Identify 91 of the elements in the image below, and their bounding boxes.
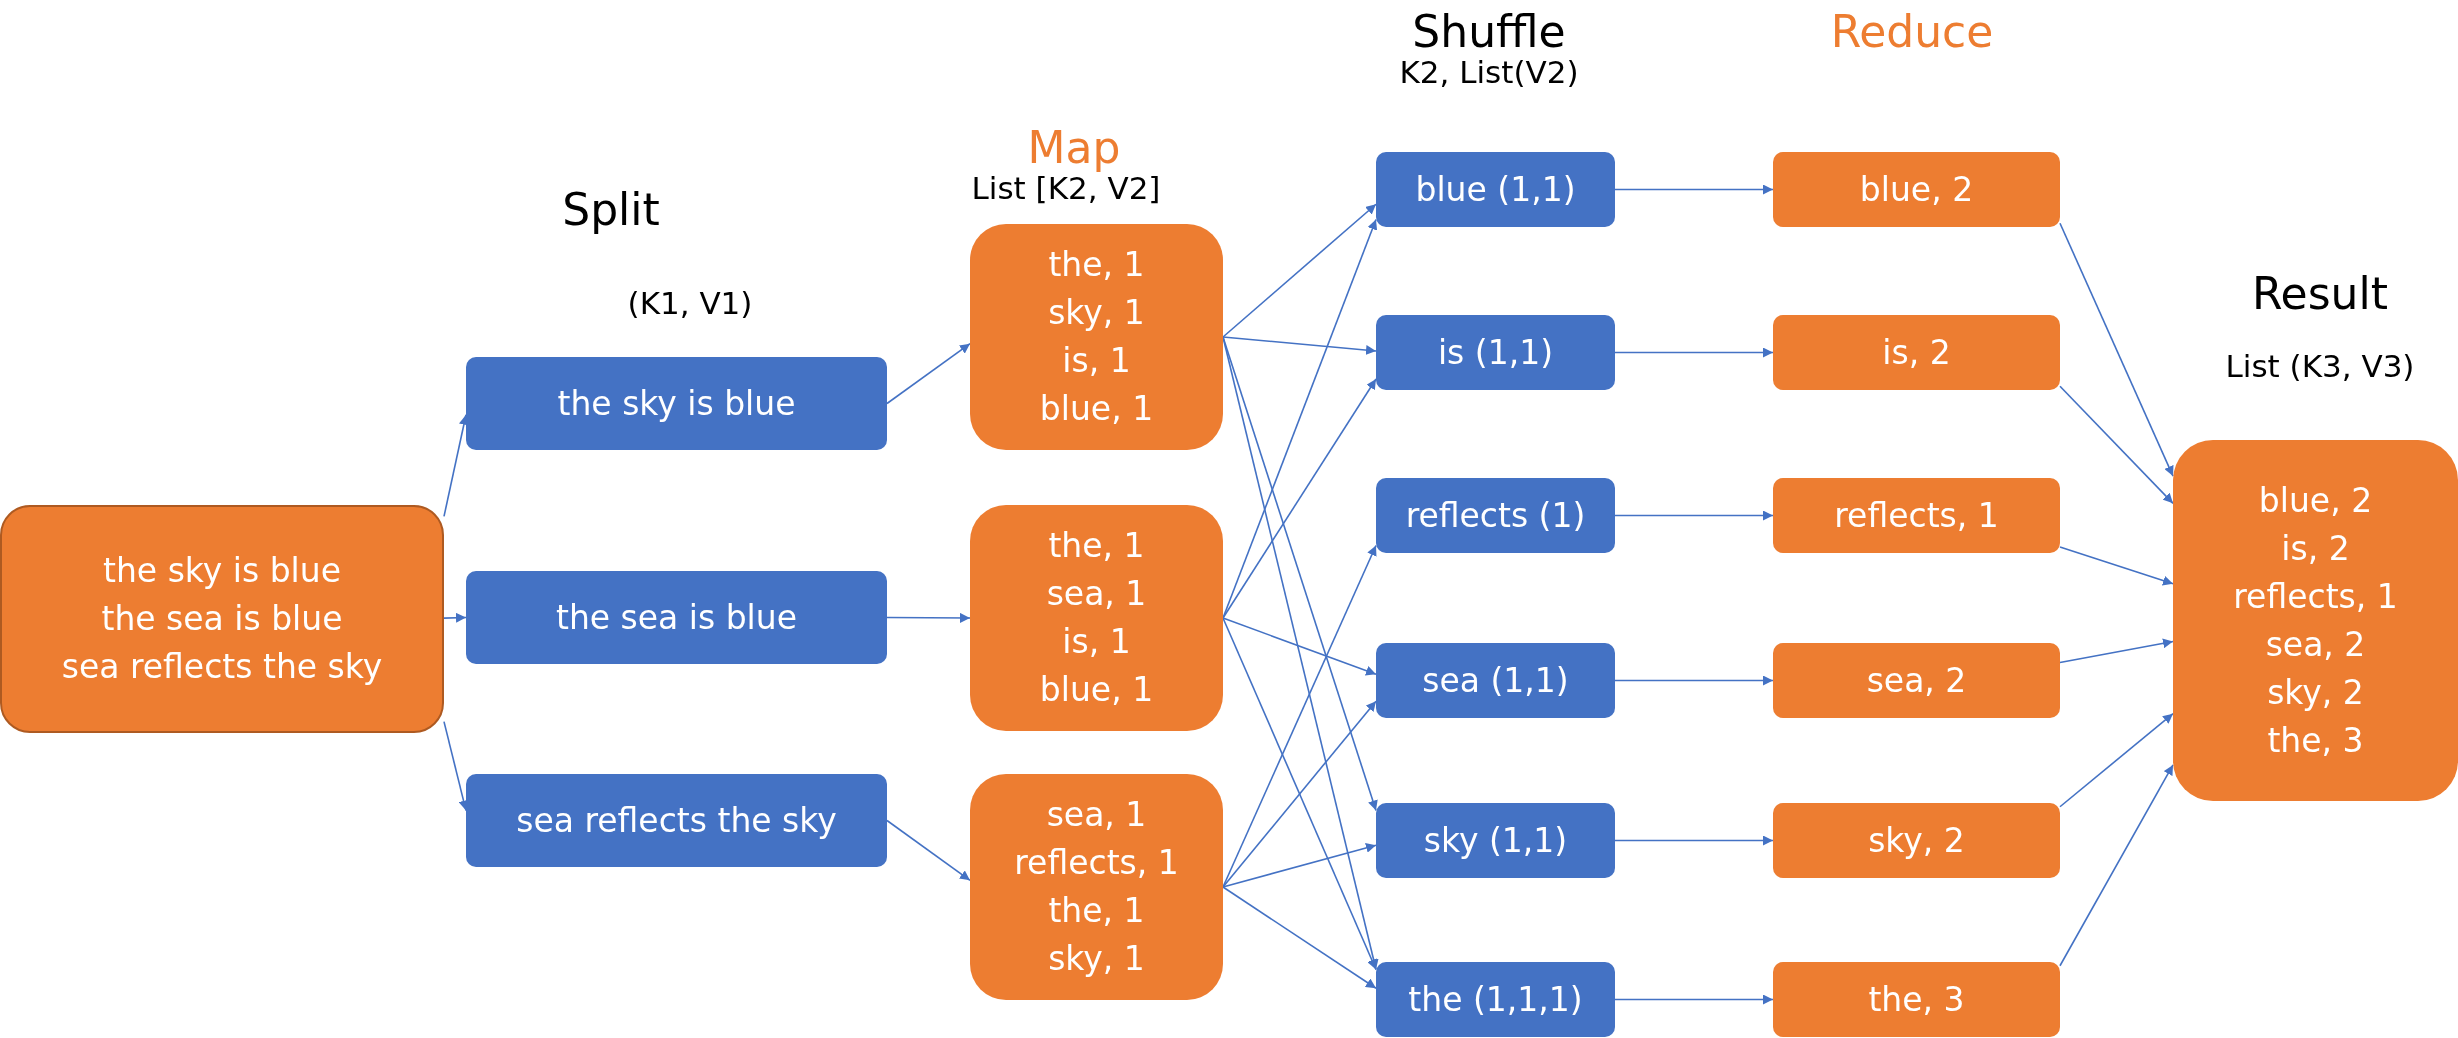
arrow [1614,994,1774,1005]
node-text: sea, 1 [1046,573,1147,615]
column-heading: Shuffle [1412,6,1566,57]
node-text: is, 2 [1882,331,1951,374]
reduce-box [1773,643,2060,718]
shuffle-box [1376,643,1615,718]
node-text: reflects, 1 [2233,575,2398,618]
column-subheading: (K1, V1) [627,285,753,321]
split-box [466,357,887,450]
arrow [2059,638,2174,664]
arrow [886,612,971,623]
node-text: sea, 1 [1046,794,1147,836]
column-heading: Map [1027,122,1121,173]
column-heading: Split [562,184,660,235]
arrow [2059,712,2174,808]
node-text: sea reflects the sky [61,646,383,688]
arrow [2059,546,2174,586]
map-box [970,505,1223,731]
node-text: blue, 1 [1039,669,1154,711]
arrow [1222,336,1377,355]
arrow [2059,385,2174,505]
arrow [1614,675,1774,686]
node-text: sky, 2 [2267,671,2364,714]
column-heading: Result [2252,268,2388,319]
arrow [1222,203,1377,338]
arrow [1222,886,1377,990]
node-text: sea, 2 [2265,623,2366,666]
node-text: reflects, 1 [1014,842,1179,884]
map-box [970,224,1223,450]
column-subheading: List (K3, V3) [2225,348,2415,384]
node-text: sea reflects the sky [516,799,837,842]
input-box [0,505,444,733]
node-text: blue (1,1) [1415,168,1576,211]
node-text: sky (1,1) [1423,819,1568,862]
node-text: the (1,1,1) [1408,978,1583,1021]
split-box [466,774,887,867]
reduce-box [1773,315,2060,390]
node-text: sky, 1 [1048,292,1145,334]
reduce-box [1773,803,2060,878]
column-heading: Reduce [1830,6,1994,57]
arrow [1222,544,1377,888]
node-text: the, 1 [1048,525,1145,567]
node-text: is (1,1) [1437,331,1554,374]
arrow [1222,700,1377,888]
node-text: is, 2 [2281,527,2350,570]
arrow [886,342,971,405]
map-box [970,774,1223,1000]
node-text: the sea is blue [101,598,343,640]
shuffle-box [1376,478,1615,553]
shuffle-box [1376,315,1615,390]
arrow [886,819,971,882]
shuffle-box [1376,962,1615,1037]
arrow [1222,842,1377,888]
arrow [2059,764,2174,967]
column-subheading: K2, List(V2) [1399,54,1579,90]
node-text: the sea is blue [555,596,797,639]
result-box [2173,440,2458,801]
node-text: the, 1 [1048,244,1145,286]
node-text: sea (1,1) [1422,659,1569,702]
arrow [1614,510,1774,521]
split-box [466,571,887,664]
node-text: blue, 2 [2258,479,2373,522]
reduce-box [1773,478,2060,553]
arrow [443,612,467,623]
node-text: the, 3 [2267,719,2364,762]
shuffle-box [1376,803,1615,878]
shuffle-box [1376,152,1615,227]
arrow [1222,617,1377,971]
node-text: sea, 2 [1866,659,1967,702]
arrow [1222,617,1377,676]
node-text: sky, 2 [1868,819,1965,862]
node-text: blue, 2 [1859,168,1974,211]
arrow [1614,347,1774,358]
arrow [1614,835,1774,846]
arrow [1614,184,1774,195]
node-text: the sky is blue [103,550,341,592]
node-text: reflects, 1 [1834,494,1999,537]
arrow [2059,222,2174,477]
node-text: is, 1 [1062,340,1131,382]
node-text: sky, 1 [1048,938,1145,980]
node-text: is, 1 [1062,621,1131,663]
node-text: reflects (1) [1405,494,1586,537]
node-text: blue, 1 [1039,388,1154,430]
node-text: the sky is blue [557,382,796,425]
arrow [1222,378,1377,619]
reduce-box [1773,152,2060,227]
node-text: the, 1 [1048,890,1145,932]
reduce-box [1773,962,2060,1037]
arrow [1222,336,1378,812]
arrow [1222,218,1378,619]
node-text: the, 3 [1868,978,1965,1021]
